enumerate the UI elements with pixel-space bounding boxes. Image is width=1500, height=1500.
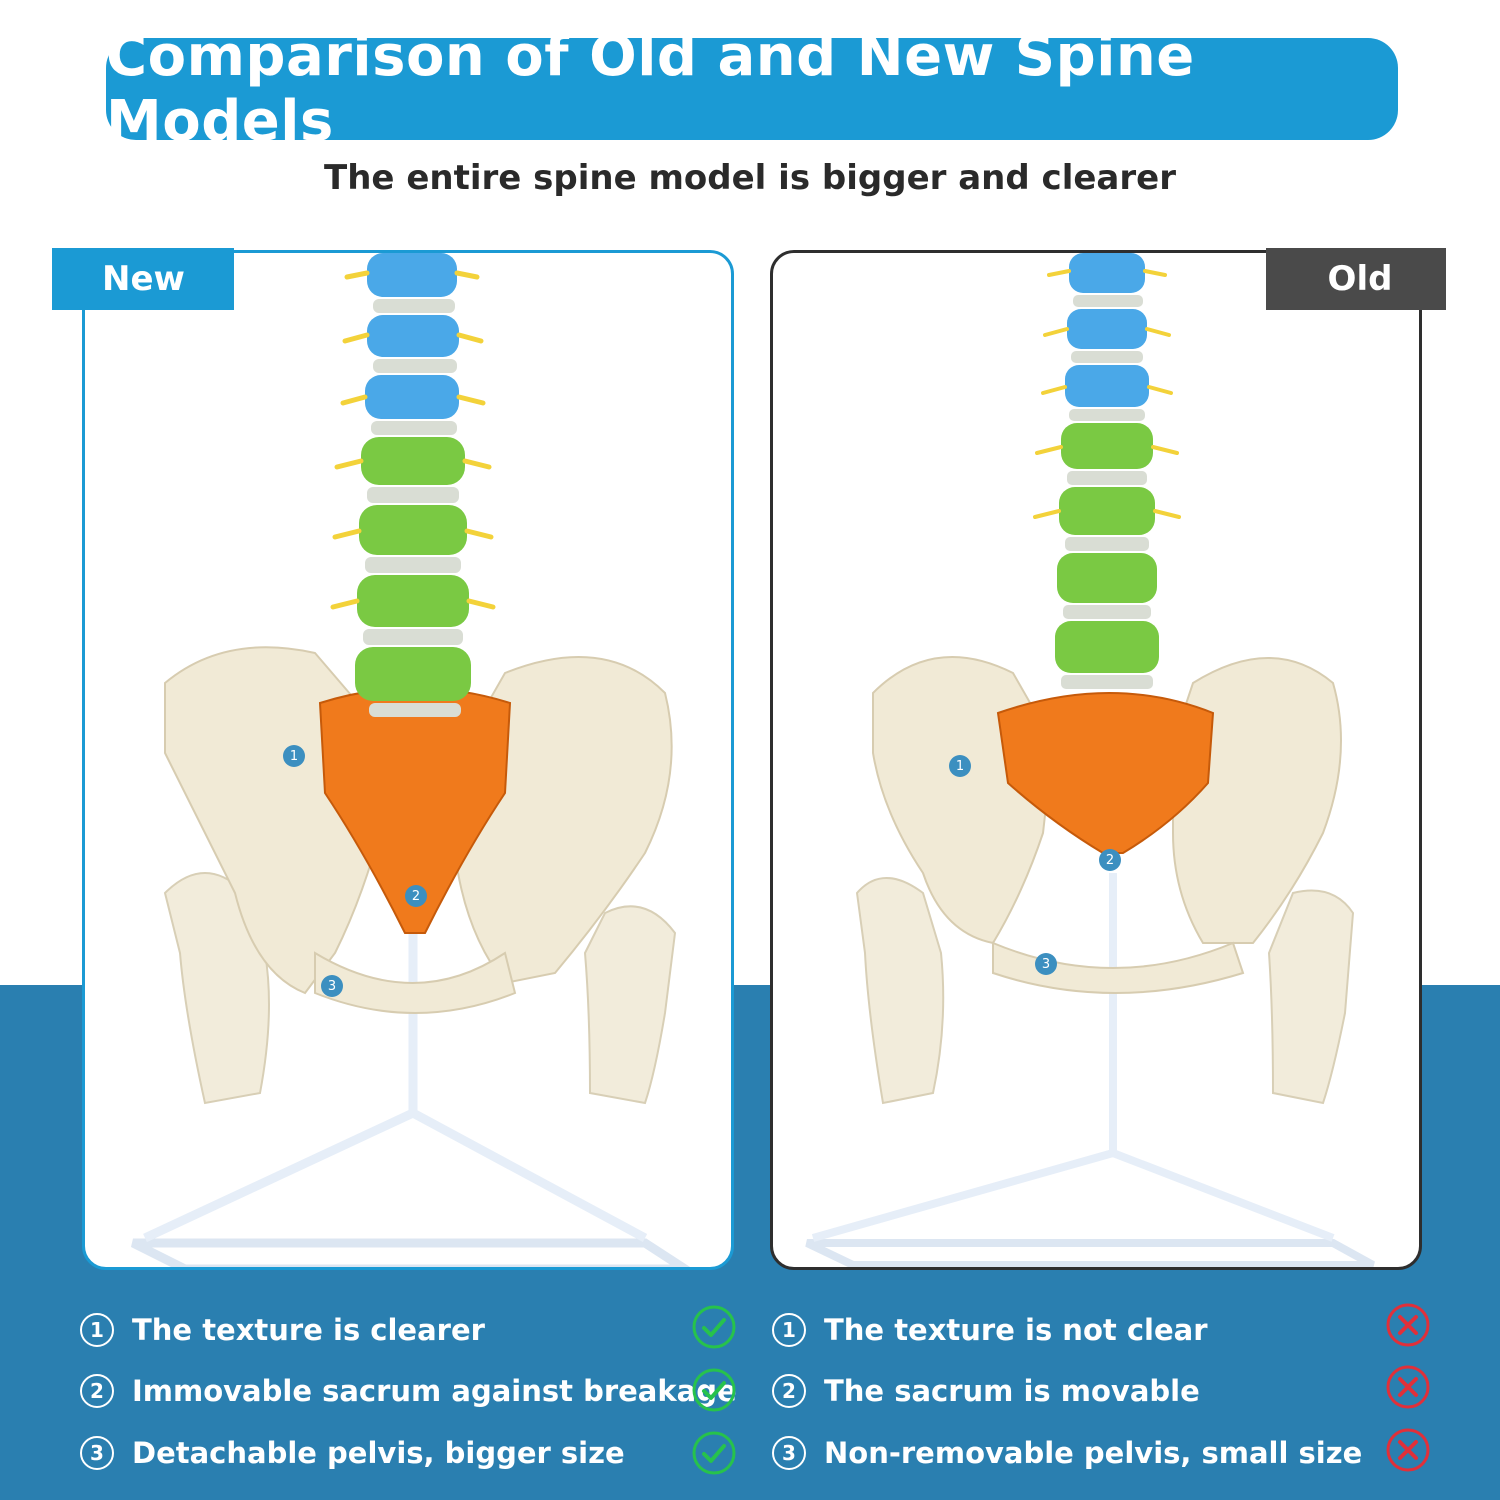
feature-text: Immovable sacrum against breakage — [132, 1374, 737, 1408]
stand — [805, 873, 1375, 1267]
feature-text: The sacrum is movable — [824, 1374, 1200, 1408]
new-feature-row-1: 1 The texture is clearer — [80, 1305, 485, 1355]
vertebral-column — [1055, 253, 1159, 689]
x-circle-icon — [1386, 1303, 1430, 1347]
feature-number: 3 — [772, 1436, 806, 1470]
spinal-nerves — [330, 270, 496, 610]
feature-number: 3 — [80, 1436, 114, 1470]
new-spine-model-illustration — [130, 253, 691, 1267]
check-circle-icon — [692, 1431, 736, 1475]
feature-number: 2 — [772, 1374, 806, 1408]
new-feature-row-2: 2 Immovable sacrum against breakage — [80, 1366, 737, 1416]
old-model-panel: 1 2 3 — [770, 250, 1422, 1270]
check-circle-icon — [692, 1305, 736, 1349]
callout-1: 1 — [283, 745, 305, 767]
old-feature-row-2: 2 The sacrum is movable — [772, 1366, 1200, 1416]
sacrum — [996, 692, 1215, 854]
x-circle-icon — [1386, 1365, 1430, 1409]
callout-3: 3 — [1035, 953, 1057, 975]
feature-number: 2 — [80, 1374, 114, 1408]
spinal-nerves — [1033, 269, 1181, 519]
femurs — [855, 877, 1355, 1105]
page-subtitle: The entire spine model is bigger and cle… — [324, 158, 1176, 198]
feature-text: The texture is not clear — [824, 1313, 1208, 1347]
callout-2: 2 — [405, 885, 427, 907]
new-tag: New — [52, 248, 234, 310]
feature-text: The texture is clearer — [132, 1313, 485, 1347]
old-feature-row-1: 1 The texture is not clear — [772, 1305, 1208, 1355]
callout-2: 2 — [1099, 849, 1121, 871]
feature-number: 1 — [772, 1313, 806, 1347]
old-spine-model-illustration — [805, 253, 1375, 1267]
callout-3: 3 — [321, 975, 343, 997]
vertebral-column — [355, 253, 471, 717]
feature-text: Detachable pelvis, bigger size — [132, 1436, 625, 1470]
feature-number: 1 — [80, 1313, 114, 1347]
page-title: Comparison of Old and New Spine Models — [106, 24, 1195, 154]
new-feature-row-3: 3 Detachable pelvis, bigger size — [80, 1428, 625, 1478]
femurs — [163, 872, 677, 1105]
x-circle-icon — [1386, 1428, 1430, 1472]
feature-text: Non-removable pelvis, small size — [824, 1436, 1363, 1470]
old-tag: Old — [1266, 248, 1446, 310]
new-model-panel: 1 2 3 — [82, 250, 734, 1270]
stand — [130, 903, 691, 1267]
old-feature-row-3: 3 Non-removable pelvis, small size — [772, 1428, 1362, 1478]
callout-1: 1 — [949, 755, 971, 777]
title-banner: Comparison of Old and New Spine Models — [106, 24, 1398, 154]
check-circle-icon — [692, 1368, 736, 1412]
